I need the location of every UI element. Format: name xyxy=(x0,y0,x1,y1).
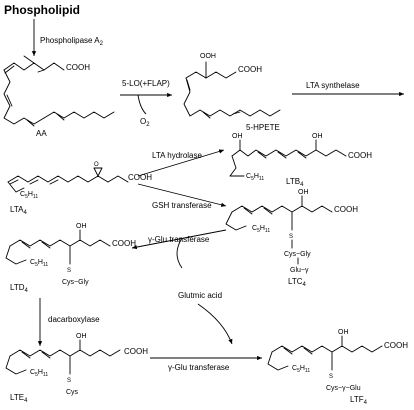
hpete-label: 5-HPETE xyxy=(246,123,280,132)
title: Phospholipid xyxy=(4,3,80,17)
ltd4-cys-gly: Cys−Gly xyxy=(62,279,89,286)
lte4-label: LTE4 xyxy=(10,393,28,404)
ltf4-label: LTF4 xyxy=(350,395,368,406)
ltf4-cys-glu: Cys−γ−Glu xyxy=(326,385,361,392)
ltd4-label: LTD4 xyxy=(10,283,29,294)
ltc4-oh: OH xyxy=(298,189,309,196)
lta-synthetase-label: LTA synthelase xyxy=(306,81,360,90)
lte4-s: S xyxy=(67,378,71,384)
ltd4-structure xyxy=(5,229,111,265)
aa-structure xyxy=(3,55,115,127)
glutamic-curve-2 xyxy=(197,303,233,345)
lta4-label: LTA4 xyxy=(10,205,27,216)
lte4-structure xyxy=(5,339,121,375)
gsh-transferase-arrow xyxy=(137,183,227,207)
aa-label: AA xyxy=(36,129,47,138)
ltd4-c5h11: C5H11 xyxy=(30,259,48,268)
lta4-structure xyxy=(7,167,129,193)
lte4-oh: OH xyxy=(76,333,87,340)
lta-hydrolase-arrow xyxy=(137,149,225,177)
dipeptidase-label: dacarboxylase xyxy=(48,315,100,324)
ltf4-oh: OH xyxy=(338,329,349,336)
ggt-left-label: γ-Glu transferase xyxy=(148,235,210,244)
ltd4-oh: OH xyxy=(76,223,87,230)
ltf4-structure xyxy=(267,335,383,371)
ltb4-label: LTB4 xyxy=(286,177,304,188)
ltf4-cooh: COOH xyxy=(384,341,408,350)
gsh-transferase-label: GSH transferase xyxy=(152,201,212,210)
lte4-cys: Cys xyxy=(66,389,79,396)
lte4-cooh: COOH xyxy=(124,347,148,356)
ltb4-oh-right: OH xyxy=(312,133,323,140)
glutamic-acid-label: Glutmic acid xyxy=(178,291,222,300)
o2-label: O2 xyxy=(140,117,150,128)
ltf4-s: S xyxy=(329,374,333,380)
aa-cooh: COOH xyxy=(66,63,90,72)
ggt-bottom-label: γ-Glu transferase xyxy=(168,363,230,372)
ltc4-cys-gly: Cys−Gly xyxy=(284,251,311,258)
ltd4-cooh: COOH xyxy=(112,239,136,248)
ltc4-glu: Glu−γ xyxy=(290,267,309,274)
ltf4-c5h11: C5H11 xyxy=(292,365,310,374)
lte4-c5h11: C5H11 xyxy=(30,369,48,378)
ltc4-label: LTC4 xyxy=(288,277,307,288)
lta-hydrolase-label: LTA hydrolase xyxy=(152,151,203,160)
ltc4-s: S xyxy=(289,234,293,240)
ltb4-oh-left: OH xyxy=(232,133,243,140)
lta4-cooh: COOH xyxy=(128,173,152,182)
lta4-oxygen: O xyxy=(94,162,99,168)
glutamic-curve-1 xyxy=(176,237,183,269)
ltb4-cooh: COOH xyxy=(348,151,372,160)
ggt-left-arrow xyxy=(131,229,227,250)
lo-label: 5-LO(+FLAP) xyxy=(122,79,170,88)
hpete-ooh: OOH xyxy=(200,53,216,60)
ltc4-cooh: COOH xyxy=(334,205,358,214)
hpete-structure xyxy=(183,61,281,119)
ltc4-structure xyxy=(225,195,333,265)
ltb4-c5h11: C5H11 xyxy=(246,173,264,182)
o2-curve xyxy=(137,94,147,115)
ltb4-structure xyxy=(229,139,347,177)
ltc4-c5h11: C5H11 xyxy=(252,225,270,234)
phospholipase-label: Phospholipase A2 xyxy=(40,36,104,47)
ltd4-s: S xyxy=(67,268,71,274)
hpete-cooh: COOH xyxy=(238,65,262,74)
lta4-c5h11: C5H11 xyxy=(20,191,38,200)
